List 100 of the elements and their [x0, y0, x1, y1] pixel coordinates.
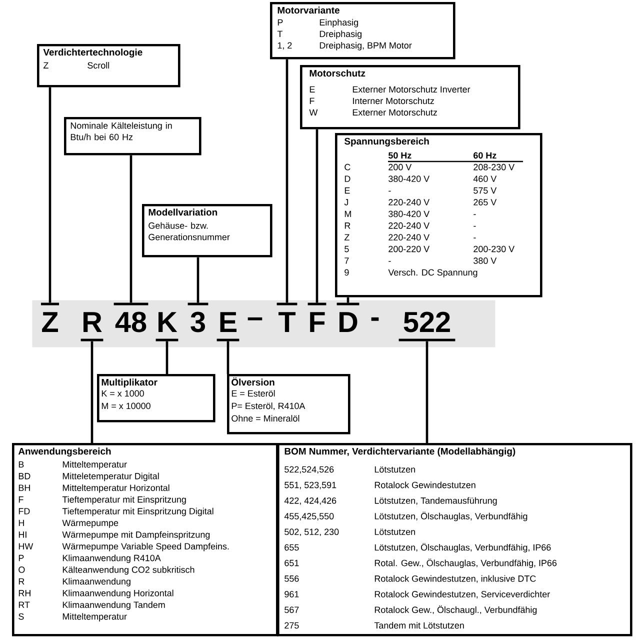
- code-text: Z: [344, 234, 350, 240]
- column-heading: 60 Hz: [474, 152, 496, 159]
- code-text: T: [277, 30, 282, 37]
- code-text: D: [344, 176, 350, 182]
- code-character: K: [156, 312, 178, 342]
- code-text: J: [344, 199, 348, 206]
- description-text: 200 V: [388, 164, 412, 170]
- description-text: 220-240 V: [388, 199, 430, 206]
- code-text: FD: [18, 508, 30, 514]
- description-text: 220-240 V: [388, 222, 430, 229]
- entry-text: Gehäuse- bzw. Generationsnummer: [148, 222, 230, 240]
- description-text: 208-230 V: [474, 164, 515, 170]
- entry-text: Ohne = Mineralöl: [232, 415, 300, 422]
- description-text: 380-420 V: [388, 210, 430, 218]
- description-text: Rotalock Gewindestutzen: [374, 482, 476, 488]
- code-text: R: [18, 578, 24, 584]
- description-text: Klimaanwendung Tandem: [62, 601, 165, 610]
- code-text: Z: [43, 62, 48, 68]
- code-text: 567: [284, 606, 299, 613]
- code-character: T: [276, 302, 298, 332]
- leader-line: [316, 129, 318, 303]
- description-text: -: [388, 190, 391, 192]
- code-text: B: [18, 461, 24, 468]
- code-character: –: [248, 317, 262, 320]
- code-text: E: [310, 86, 315, 92]
- box-heading: Modellvariation: [148, 208, 218, 216]
- code-text: 5: [344, 246, 349, 252]
- code-text: O: [18, 566, 25, 573]
- code-text: HW: [18, 543, 34, 550]
- entry-text: M = x 10000: [102, 402, 150, 410]
- code-text: M: [344, 210, 351, 217]
- description-text: Scroll: [88, 62, 110, 69]
- code-character: D: [336, 302, 360, 332]
- code-text: F: [310, 98, 314, 104]
- description-text: Lötstutzen: [374, 528, 415, 535]
- code-text: 655: [284, 544, 299, 551]
- box-heading: Verdichtertechnologie: [43, 48, 142, 58]
- code-text: RT: [18, 602, 30, 608]
- box-heading: Ölversion: [232, 377, 274, 386]
- code-text: HI: [18, 532, 26, 538]
- code-text: 502, 512, 230: [284, 528, 339, 536]
- description-text: Tieftemperatur mit Einspritzung Digital: [62, 508, 214, 516]
- description-text: Lötstutzen: [374, 466, 415, 473]
- description-text: Lötstutzen, Ölschauglas, Verbundfähig: [374, 512, 528, 522]
- description-text: Versch. DC Spannung: [388, 269, 478, 278]
- code-character: -: [371, 317, 379, 321]
- box-heading: Spannungsbereich: [344, 138, 429, 146]
- code-text: C: [344, 164, 350, 170]
- code-text: 1, 2: [278, 42, 292, 50]
- code-text: F: [18, 496, 24, 503]
- column-heading: 50 Hz: [388, 152, 412, 159]
- leader-line: [196, 257, 200, 303]
- description-text: Wärmepumpe: [62, 520, 118, 528]
- description-text: 575 V: [474, 187, 497, 194]
- code-text: 961: [284, 591, 299, 598]
- description-text: 380-420 V: [388, 176, 430, 182]
- box-heading: Multiplikator: [102, 378, 158, 388]
- description-text: Klimaanwendung: [62, 578, 130, 586]
- description-text: -: [388, 261, 391, 262]
- description-text: Mitteltemperatur Horizontal: [62, 484, 170, 493]
- code-character: 522: [398, 312, 456, 342]
- code-text: 556: [284, 575, 299, 582]
- description-text: Klimaanwendung R410A: [62, 554, 161, 563]
- entry-text: K = x 1000: [102, 390, 144, 397]
- code-text: 275: [284, 622, 299, 629]
- description-text: 460 V: [473, 176, 497, 182]
- description-text: Rotal. Gew., Ölschauglas, Verbundfähig, IP66: [374, 558, 557, 568]
- code-text: P: [18, 554, 24, 562]
- leader-line: [130, 155, 132, 303]
- description-text: Externer Motorschutz: [352, 109, 437, 116]
- description-text: Lötstutzen, Ölschauglas, Verbundfähig, IP66: [374, 543, 551, 552]
- description-text: -: [474, 226, 476, 227]
- code-text: S: [18, 613, 24, 620]
- code-text: 7: [344, 258, 349, 264]
- description-text: Wärmepumpe Variable Speed Dampfeins.: [62, 542, 229, 552]
- description-text: Rotalock Gewindestutzen, Serviceverdichter: [374, 590, 550, 598]
- entry-text: E = Esteröl: [232, 390, 275, 397]
- code-text: H: [18, 520, 24, 526]
- code-text: W: [309, 109, 318, 116]
- leader-line: [48, 87, 52, 303]
- code-character: E: [216, 312, 240, 342]
- code-text: BD: [18, 473, 30, 480]
- leader-line: [286, 59, 288, 303]
- leader-line: [226, 341, 230, 374]
- description-text: Lötstutzen, Tandemausführung: [374, 497, 497, 506]
- code-text: 651: [284, 560, 299, 566]
- box-heading: Anwendungsbereich: [18, 448, 111, 456]
- description-text: Externer Motorschutz Inverter: [352, 86, 470, 93]
- description-text: Rotalock Gewindestutzen, inklusive DTC: [374, 575, 536, 583]
- box-heading: BOM Nummer, Verdichtervariante (Modellabhängig): [284, 448, 516, 456]
- description-text: 200-220 V: [388, 246, 430, 252]
- code-text: BH: [18, 484, 30, 491]
- description-text: Mitteltemperatur: [62, 461, 127, 470]
- box-heading: Motorvariante: [278, 6, 340, 14]
- description-text: Interner Motorschutz: [353, 98, 434, 104]
- description-text: Wärmepumpe mit Dampfeinspritzung: [62, 531, 210, 540]
- description-text: Kälteanwendung CO2 subkritisch: [62, 566, 194, 575]
- code-text: 455,425,550: [284, 513, 334, 520]
- description-text: Tandem mit Lötstutzen: [374, 622, 464, 629]
- code-text: R: [344, 222, 350, 229]
